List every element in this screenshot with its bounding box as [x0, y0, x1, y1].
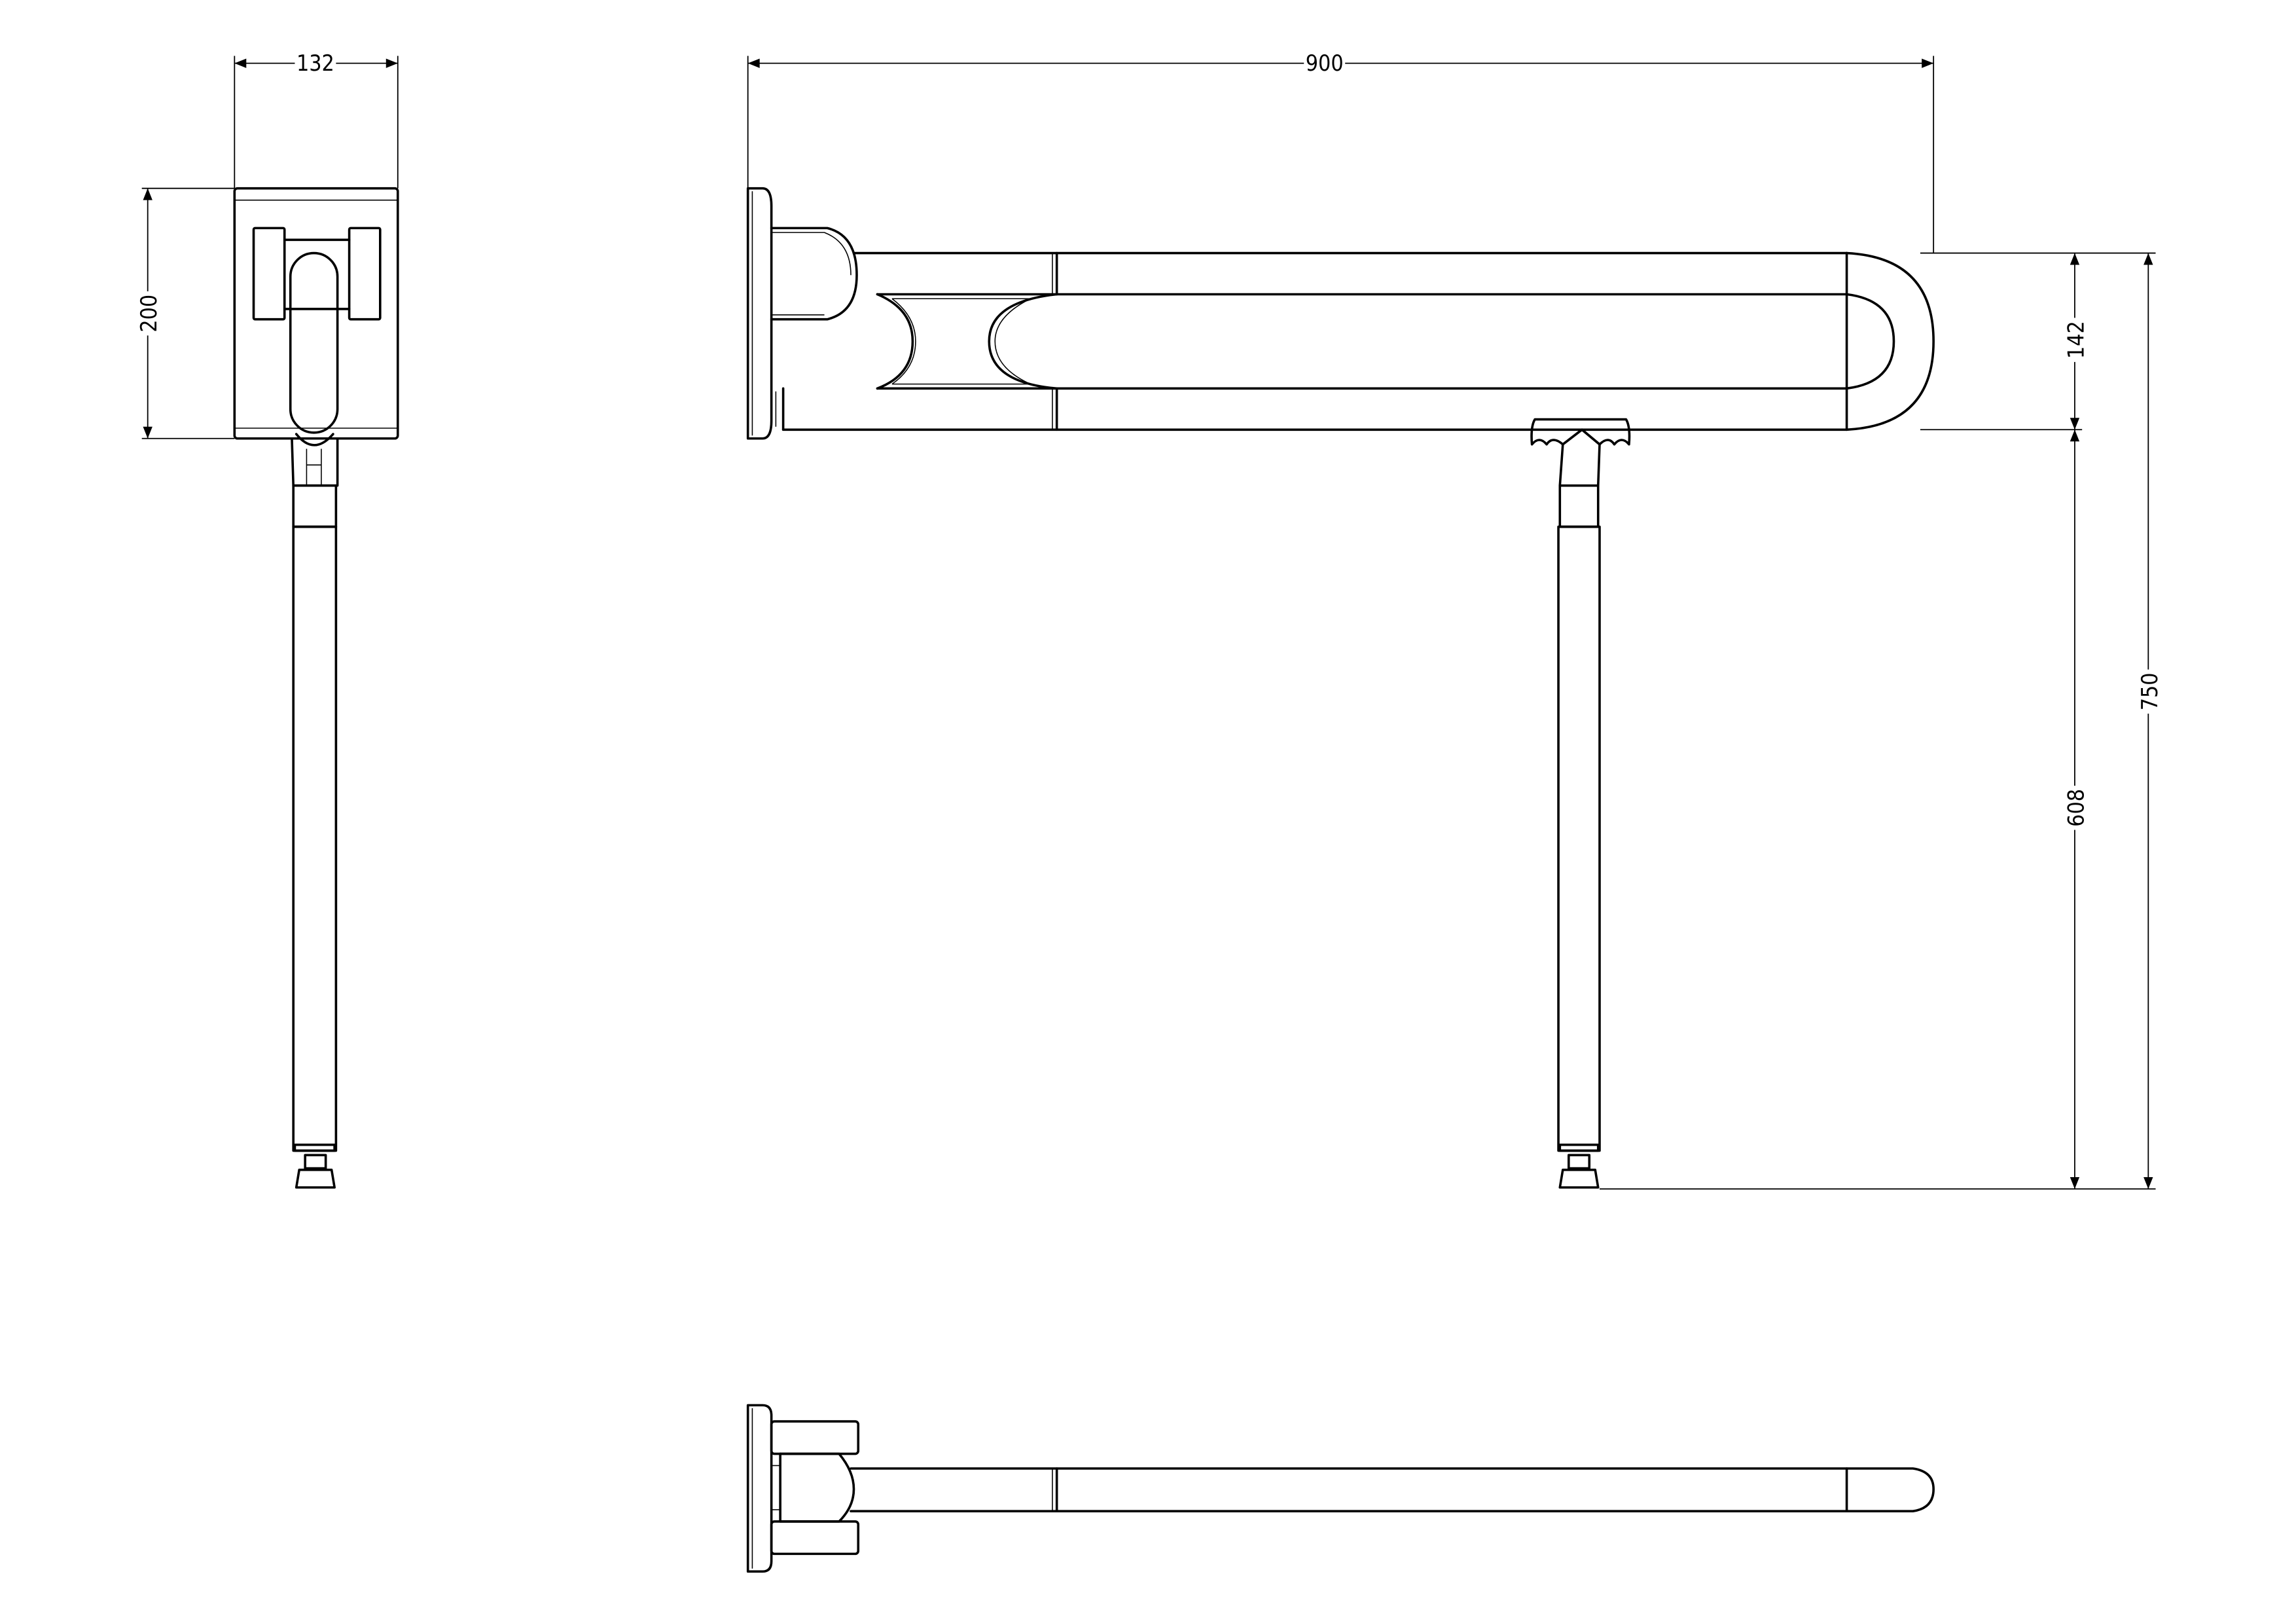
- support-leg-side: [291, 433, 339, 1189]
- dimension-label-leg-height: 608: [2063, 789, 2089, 827]
- dimension-heights: 142 608 750: [1599, 252, 2162, 1190]
- dimension-label-rail-height: 142: [2063, 321, 2089, 359]
- grab-rail: [775, 251, 1935, 431]
- wall-plate: [233, 187, 399, 440]
- dimension-width: 132: [234, 50, 399, 189]
- dimension-label-width: 132: [296, 50, 334, 76]
- dimension-label-length: 900: [1306, 50, 1344, 76]
- support-leg-front: [1530, 418, 1631, 1189]
- dimension-height: 200: [136, 187, 235, 439]
- dimension-label-total-height: 750: [2137, 672, 2162, 710]
- hinge-bracket: [252, 227, 382, 434]
- dimension-label-height: 200: [136, 295, 162, 333]
- top-view: [746, 1404, 1935, 1573]
- wall-plate-front: [746, 187, 773, 440]
- front-view: 900: [746, 50, 2162, 1190]
- upper-mount: [770, 227, 858, 321]
- side-view: 132 200: [136, 50, 399, 1189]
- dimension-length: 900: [747, 50, 1935, 253]
